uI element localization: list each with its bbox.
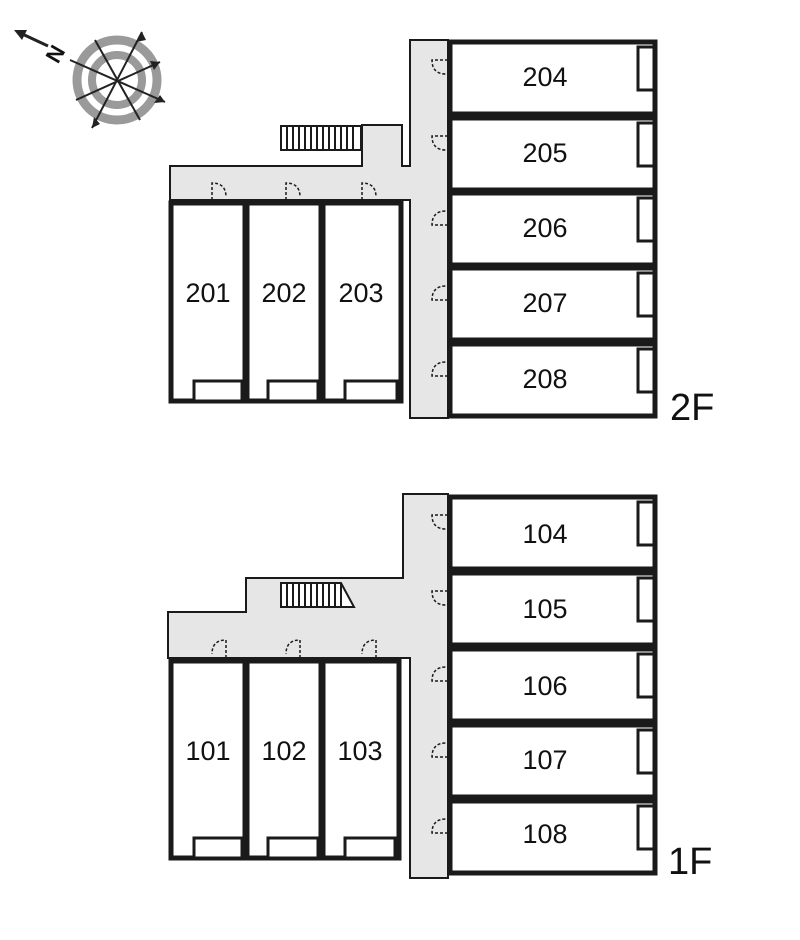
room-204: 204 <box>431 39 658 117</box>
room-label: 104 <box>522 519 567 549</box>
room-202: 202 <box>244 182 324 404</box>
room-label: 204 <box>522 62 567 92</box>
room-label: 203 <box>338 278 383 308</box>
floor-2f: 201 202 203 204 205 <box>168 39 714 429</box>
room-label: 202 <box>261 278 306 308</box>
room-label: 206 <box>522 213 567 243</box>
room-label: 108 <box>522 819 567 849</box>
staircase-2f <box>280 125 362 151</box>
room-102: 102 <box>244 639 324 861</box>
room-label: 101 <box>185 736 230 766</box>
corridor-1f <box>167 493 449 879</box>
room-103: 103 <box>320 639 402 861</box>
room-label: 106 <box>522 671 567 701</box>
room-106: 106 <box>431 646 658 724</box>
room-104: 104 <box>431 494 658 572</box>
room-label: 103 <box>337 736 382 766</box>
floor-label-1f: 1F <box>668 841 712 883</box>
room-208: 208 <box>431 341 658 419</box>
room-108: 108 <box>431 798 658 876</box>
room-label: 205 <box>522 138 567 168</box>
room-206: 206 <box>431 190 658 268</box>
room-label: 208 <box>522 364 567 394</box>
staircase-1f <box>280 582 356 608</box>
room-101: 101 <box>168 639 248 861</box>
floor-1f: 101 102 103 104 105 <box>167 493 712 883</box>
room-201: 201 <box>168 182 248 404</box>
floor-label-2f: 2F <box>670 387 714 429</box>
room-205: 205 <box>431 115 658 193</box>
room-label: 107 <box>522 745 567 775</box>
room-label: 201 <box>185 278 230 308</box>
room-207: 207 <box>431 265 658 343</box>
room-label: 207 <box>522 288 567 318</box>
room-label: 102 <box>261 736 306 766</box>
room-105: 105 <box>431 570 658 648</box>
room-203: 203 <box>320 182 404 404</box>
compass-rose-icon: N <box>14 30 166 129</box>
room-107: 107 <box>431 722 658 800</box>
room-label: 105 <box>522 594 567 624</box>
